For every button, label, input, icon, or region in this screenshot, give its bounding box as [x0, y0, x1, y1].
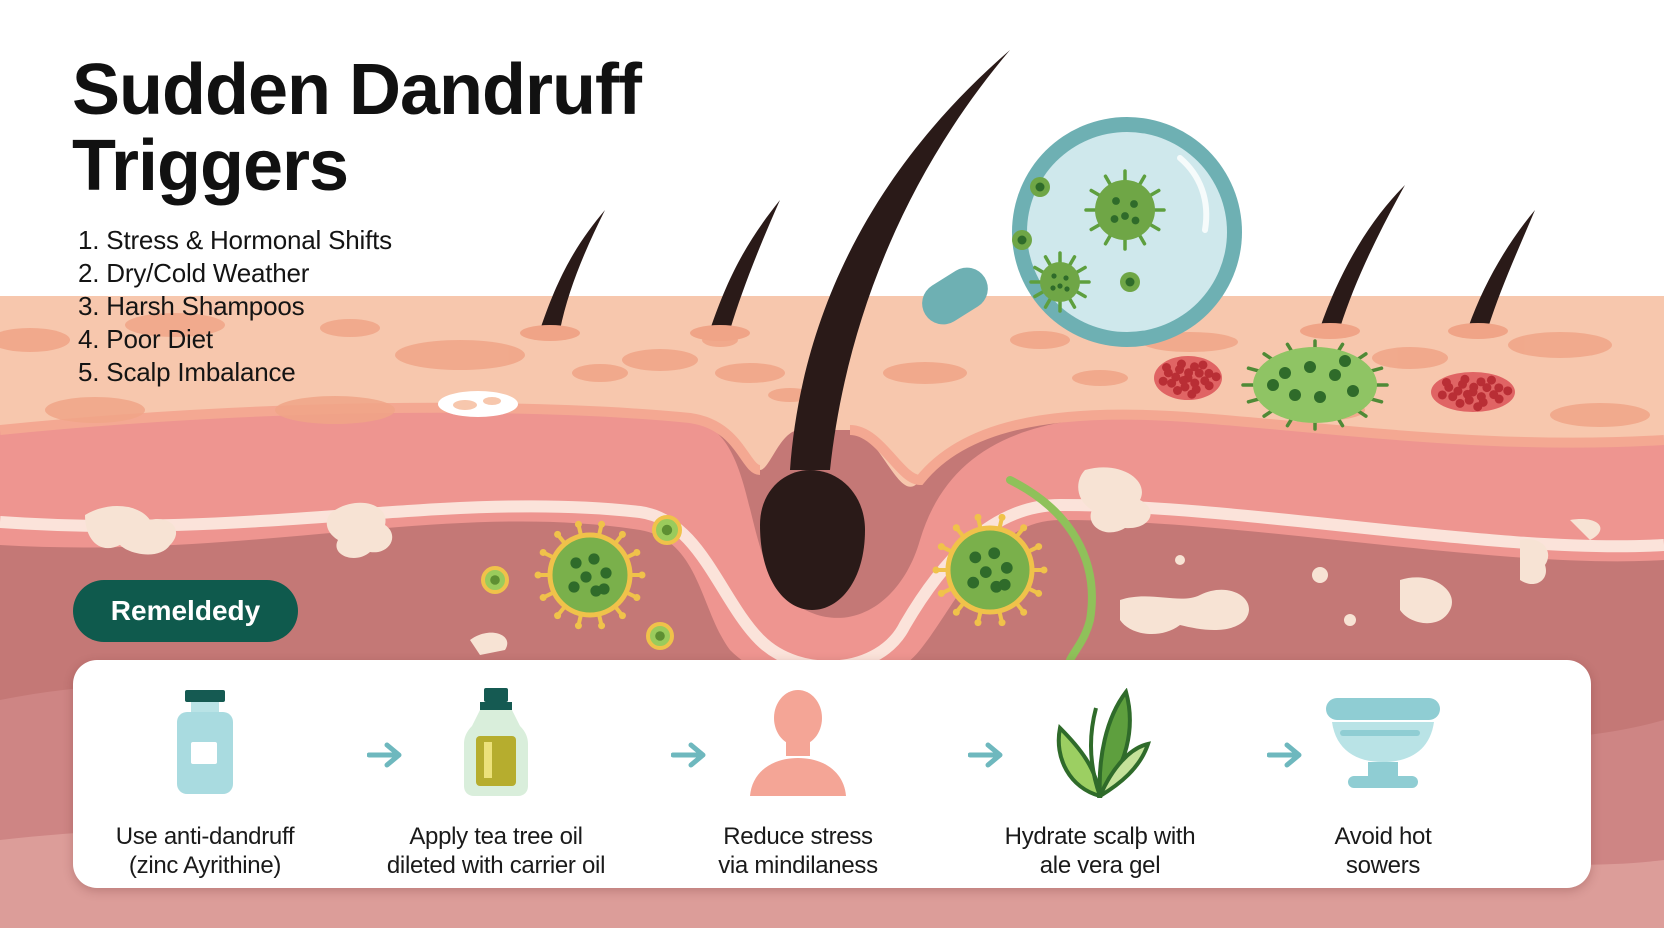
- small-hairs: [540, 185, 1535, 330]
- title-line-2: Triggers: [72, 126, 349, 206]
- person-icon: [750, 690, 846, 796]
- pink-band: [0, 409, 1664, 688]
- shower-bowl-icon: [1326, 698, 1440, 788]
- remedy-step-label: Avoid hot sowers: [1334, 823, 1432, 879]
- page-title: Sudden Dandruff Triggers: [72, 50, 642, 206]
- trigger-item: 2. Dry/Cold Weather: [78, 258, 310, 288]
- remedy-step: Hydrate scalþ with ale vera gel: [970, 688, 1230, 880]
- oil-bottle-icon: [464, 688, 528, 796]
- red-microbe-cluster: [1431, 372, 1515, 412]
- remedy-step: Use anti-dandruff (zinc Ayrithine): [75, 688, 335, 880]
- main-hair-shaft: [790, 50, 1010, 470]
- arrow-right-icon: [968, 742, 1003, 768]
- surface-germ: [1241, 339, 1389, 431]
- arrow-right-icon: [1267, 742, 1302, 768]
- trigger-item: 5. Scalp Imbalance: [78, 357, 296, 387]
- magnifying-glass-icon: [922, 117, 1242, 347]
- remedy-step: Avoid hot sowers: [1253, 688, 1513, 880]
- remedy-step-label: Use anti-dandruff (zinc Ayrithine): [115, 823, 295, 879]
- green-microbe: [1029, 251, 1091, 313]
- aloe-leaf-icon: [1056, 688, 1152, 798]
- arrow-right-icon: [367, 742, 402, 768]
- hair-bulb: [760, 470, 865, 610]
- remedy-step: Reduce stress via mindilaness: [668, 688, 928, 880]
- remedy-steps-card: Use anti-dandruff (zinc Ayrithine) Apply…: [73, 660, 1591, 888]
- title-line-1: Sudden Dandruff: [72, 50, 642, 130]
- remedy-step-label: Hydrate scalþ with ale vera gel: [1004, 823, 1196, 879]
- hair-bases: [520, 323, 1508, 341]
- dry-flake: [438, 391, 518, 417]
- microbe-group: [481, 169, 1515, 650]
- trigger-item: 3. Harsh Shampoos: [78, 291, 305, 321]
- dandruff-flakes: [85, 467, 1601, 655]
- nerve-line: [1006, 476, 1096, 664]
- shampoo-bottle-icon: [177, 690, 233, 794]
- epidermis-edge: [0, 402, 762, 475]
- yellow-microbe: [534, 520, 646, 630]
- remedy-step-label: Apply tea tree oil dileted with carrier …: [386, 823, 606, 879]
- arrow-right-icon: [671, 742, 706, 768]
- yellow-microbe: [932, 513, 1048, 627]
- remedy-step-label: Reduce stress via mindilaness: [718, 823, 878, 879]
- trigger-list: 1. Stress & Hormonal Shifts 2. Dry/Cold …: [78, 224, 392, 389]
- red-microbe-cluster: [1154, 356, 1222, 400]
- trigger-item: 4. Poor Diet: [78, 324, 213, 354]
- remedy-step: Apply tea tree oil dileted with carrier …: [366, 688, 626, 880]
- trigger-item: 1. Stress & Hormonal Shifts: [78, 225, 392, 255]
- green-microbe: [1084, 169, 1166, 251]
- remedy-heading: Remeldedy: [73, 580, 298, 642]
- epidermis-edge-right: [849, 409, 1664, 486]
